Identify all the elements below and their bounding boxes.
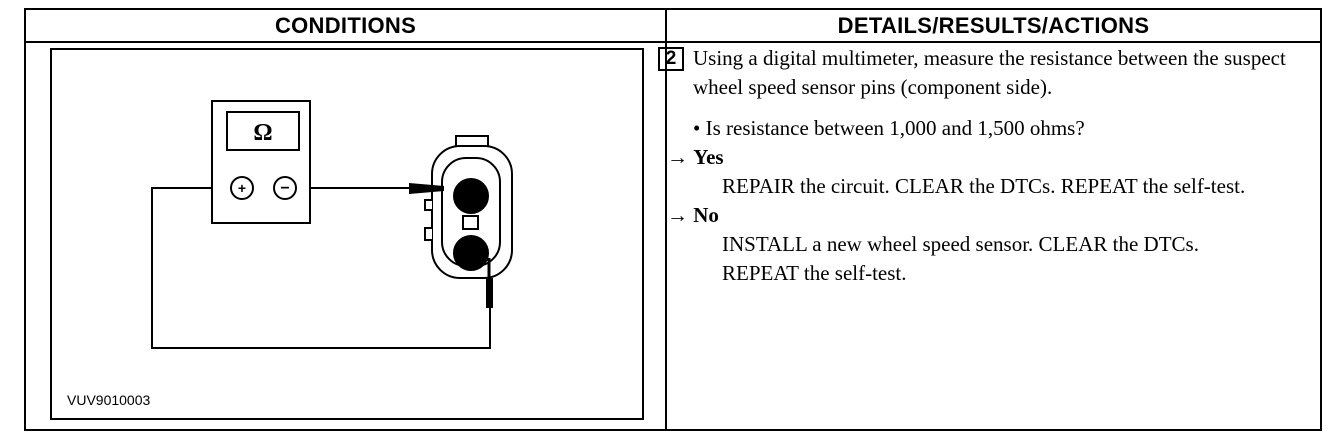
ohm-symbol: Ω [253, 120, 272, 146]
yes-action-text: REPAIR the circuit. CLEAR the DTCs. REPE… [722, 174, 1246, 198]
arrow-right-icon: → [667, 145, 688, 169]
header-divider [26, 41, 1320, 43]
procedure-table: CONDITIONS DETAILS/RESULTS/ACTIONS Ω + − [24, 8, 1322, 431]
no-answer: → No [658, 201, 1288, 230]
wheel-speed-sensor-connector-icon [424, 135, 513, 279]
figure-id: VUV9010003 [67, 392, 151, 408]
step-instruction: 2 Using a digital multimeter, measure th… [658, 44, 1288, 102]
minus-terminal-icon [273, 176, 297, 200]
plus-terminal-icon [230, 176, 254, 200]
question-text: • Is resistance between 1,000 and 1,500 … [693, 116, 1085, 140]
yes-label: Yes [693, 145, 724, 169]
arrow-right-icon: → [667, 203, 688, 227]
figure-panel: Ω + − V [50, 48, 644, 420]
test-lead-wires [151, 187, 491, 349]
details-header: DETAILS/RESULTS/ACTIONS [837, 13, 1150, 38]
conditions-header: CONDITIONS [274, 13, 417, 38]
probe-tips [409, 183, 493, 308]
no-label: No [693, 203, 719, 227]
no-action-text: INSTALL a new wheel speed sensor. CLEAR … [722, 232, 1199, 285]
column-divider [665, 10, 667, 429]
yes-answer: → Yes [658, 143, 1288, 172]
svg-text:+: + [238, 180, 246, 196]
multimeter-icon: Ω + − [211, 100, 311, 224]
step-number-badge: 2 [658, 47, 684, 71]
instruction-text: Using a digital multimeter, measure the … [693, 46, 1286, 99]
svg-text:−: − [280, 180, 289, 197]
details-panel: 2 Using a digital multimeter, measure th… [658, 44, 1288, 288]
circuit-diagram: Ω + − [151, 100, 513, 349]
